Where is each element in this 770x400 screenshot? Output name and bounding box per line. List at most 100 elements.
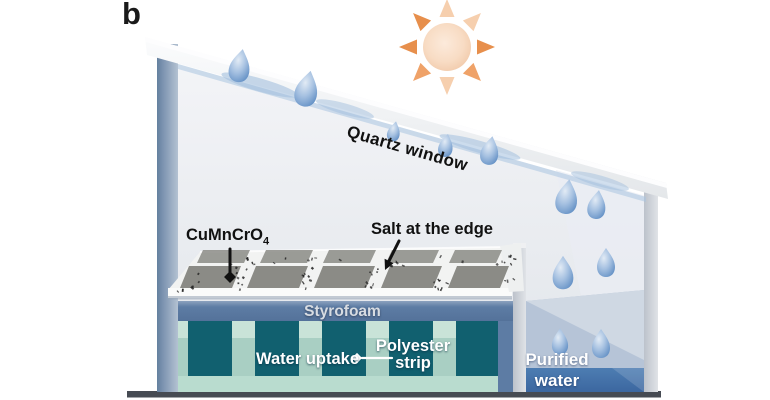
salt-speckle [304,287,307,291]
water-uptake-columns [188,321,500,376]
salt-arrow-head [384,258,394,270]
polyester-strip-label: Polyester strip [372,338,454,372]
absorber-tile [314,266,375,288]
salt-speckle [197,280,201,284]
water-column [456,321,500,376]
absorber-tiles [180,250,509,288]
salt-speckles [176,254,517,293]
polyester-strip-line1: Polyester [375,337,451,355]
absorber-tile [448,266,509,288]
salt-speckle [307,259,310,262]
salt-speckle [512,277,516,281]
water-uptake-label: Water uptake [256,350,359,368]
sun-core [423,23,471,71]
water-column [322,321,366,376]
salt-speckle [438,279,442,282]
purified-water-line2: water [534,371,580,390]
salt-speckle [371,273,373,276]
evaporator-tray [168,243,524,300]
salt-speckle [433,281,436,284]
absorber-tile [449,250,502,263]
salt-speckle [197,272,200,276]
salt-speckle [241,276,245,280]
salt-edge-label: Salt at the edge [371,220,493,238]
salt-speckle [235,271,239,275]
salt-speckle [302,274,305,278]
salt-speckle [368,271,372,274]
salt-speckle [181,288,184,292]
absorber-tile [386,250,439,263]
salt-speckle [445,281,450,285]
salt-speckle [338,258,342,262]
polyester-strip-line2: strip [395,354,431,372]
window-top-highlight [145,37,667,188]
salt-speckle [372,283,374,287]
tray-back-edge [199,246,509,253]
window-reflection [526,290,644,360]
salt-speckle [301,281,305,285]
salt-speckle [440,287,443,290]
salt-speckle [246,256,249,260]
styrofoam-bar [170,301,513,321]
salt-speckle [251,261,254,265]
purified-water-label: Purified water [510,349,604,391]
band-highlight [612,368,644,392]
salt-speckle [369,285,373,290]
salt-speckle [503,261,506,264]
salt-speckle [395,260,398,263]
purified-water-line1: Purified [525,350,589,369]
salt-speckle [509,262,513,266]
tray-front-face [168,288,512,298]
condensation-film [316,99,374,119]
absorber-formula-base: CuMnCrO [186,226,263,244]
salt-speckle [434,285,437,289]
sun-ray [477,39,495,55]
sun-ray [439,0,455,17]
salt-speckle [437,287,440,291]
salt-speckle [176,290,180,293]
salt-speckle [513,257,517,261]
salt-speckle [310,266,315,270]
absorber-tile [180,266,241,288]
salt-arrow-line [387,239,401,263]
absorber-formula-subscript: 4 [263,235,270,248]
condensation-film [439,134,521,160]
salt-speckle [506,279,509,283]
base-shadow [127,391,661,398]
tray-front-shadow [168,296,512,300]
salt-speckle [237,282,240,285]
salt-speckle [308,279,313,282]
salt-speckle [376,270,379,274]
panel-label: b [122,0,141,31]
salt-speckle [509,254,513,258]
salt-speckle [501,260,503,263]
sun-ray [413,13,432,32]
salt-speckle [439,288,443,292]
salt-speckle [190,286,195,290]
salt-speckle [191,285,194,288]
salt-speckle [504,279,507,282]
salt-speckle [284,257,287,260]
salt-speckle [495,262,499,267]
salt-speckle [401,264,405,267]
salt-speckle [240,283,244,286]
sun-ray [399,39,417,55]
water-column [389,321,433,376]
salt-speckle [234,266,238,270]
salt-speckle [310,257,314,261]
salt-speckle [303,272,306,276]
salt-speckle [272,261,276,265]
salt-speckle [461,260,464,264]
sun-ray [462,13,481,32]
absorber-tile [197,250,250,263]
basin-bottom-band [172,376,500,392]
purified-water-band [526,368,644,392]
absorber-tile [323,250,376,263]
basin-section [170,301,513,392]
condensation-film [571,171,629,191]
tray-right-wall [500,243,524,292]
sun-ray [439,77,455,95]
salt-speckle [307,275,311,278]
